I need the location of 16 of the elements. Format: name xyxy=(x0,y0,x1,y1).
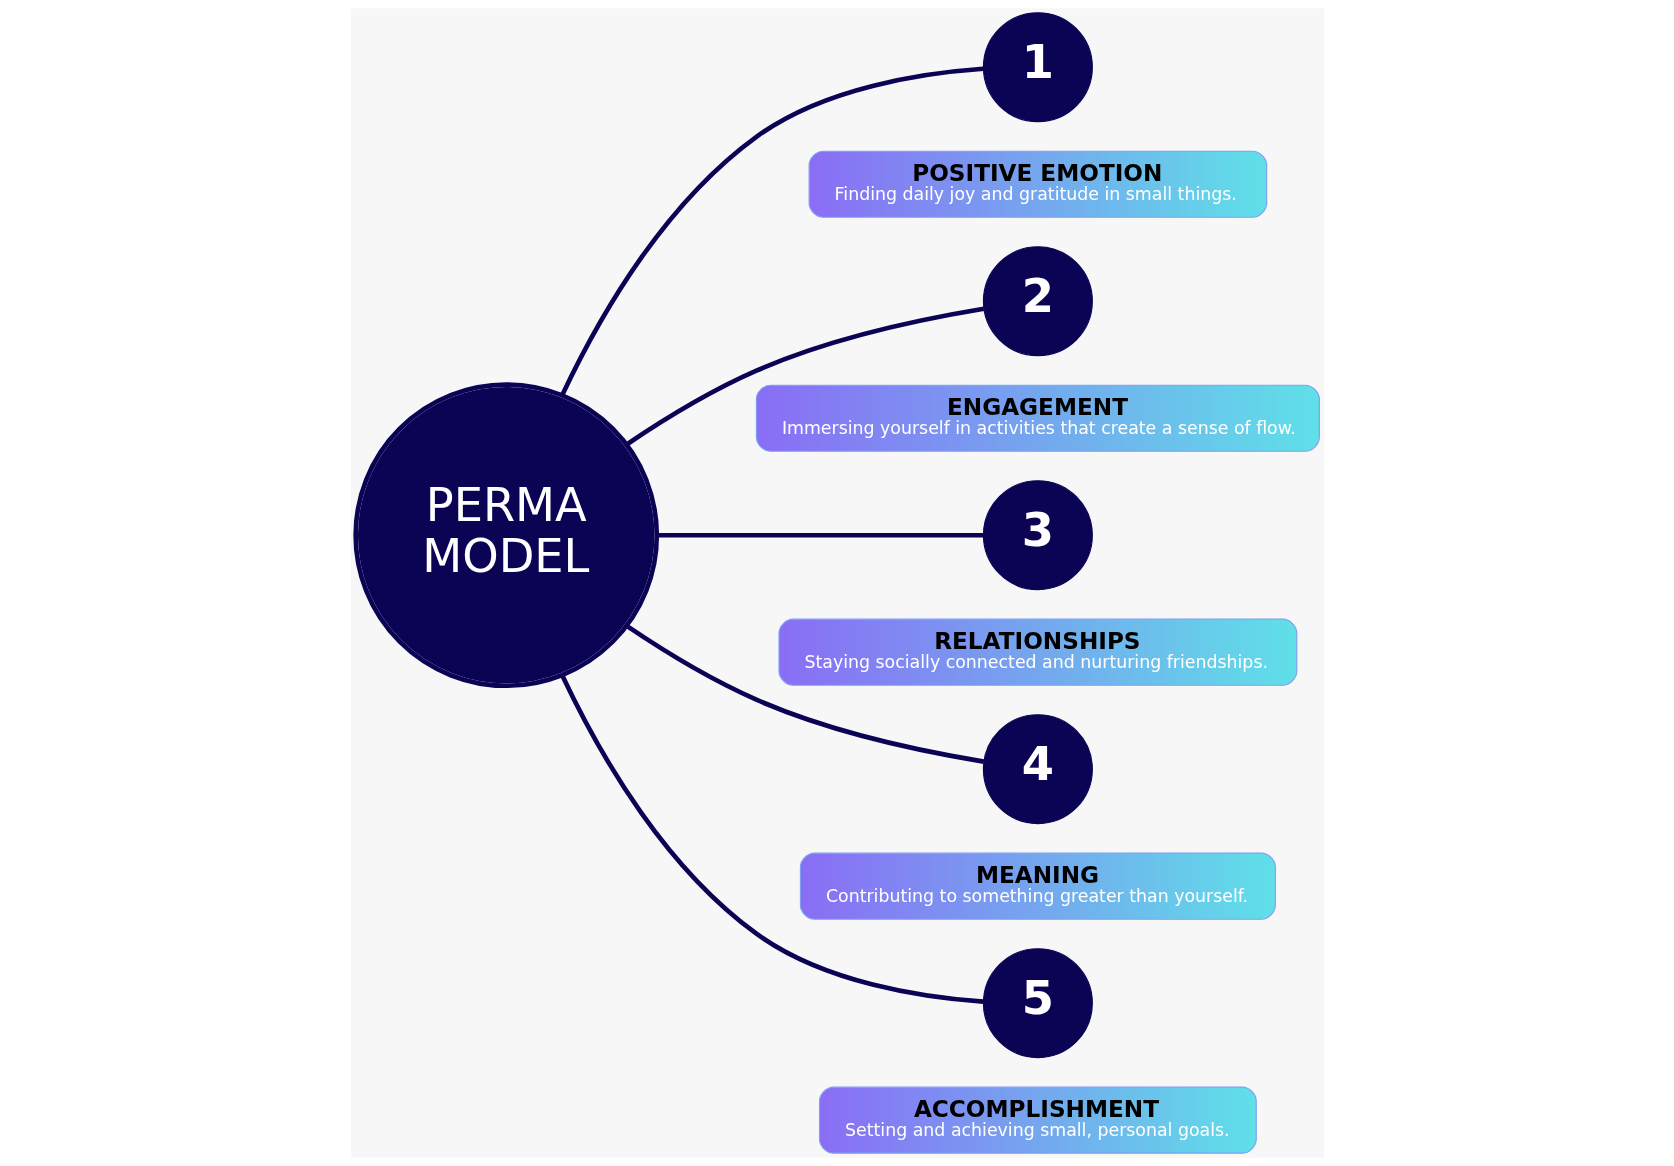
node-box: RELATIONSHIPS Staying socially connected and nurturing friendships. xyxy=(777,618,1297,686)
node-circle: 4 xyxy=(982,714,1093,825)
node-circle: 3 xyxy=(982,480,1093,591)
connector xyxy=(559,674,983,1004)
node-circle: 2 xyxy=(982,246,1093,357)
connector xyxy=(656,532,983,538)
node-box: ENGAGEMENT Immersing yourself in activities that create a sense of flow. xyxy=(755,384,1320,452)
node-circle: 5 xyxy=(982,948,1093,1059)
node-box: MEANING Contributing to something greater than yourself. xyxy=(799,852,1276,920)
node-circle: 1 xyxy=(982,12,1093,123)
connector xyxy=(559,66,983,397)
connector xyxy=(624,306,984,447)
connector xyxy=(624,624,984,764)
node-box: ACCOMPLISHMENT Setting and achieving small, personal goals. xyxy=(818,1086,1257,1154)
node-circle: PERMA MODEL xyxy=(352,382,659,689)
node-box: POSITIVE EMOTION Finding daily joy and gratitude in small things. xyxy=(808,150,1267,218)
